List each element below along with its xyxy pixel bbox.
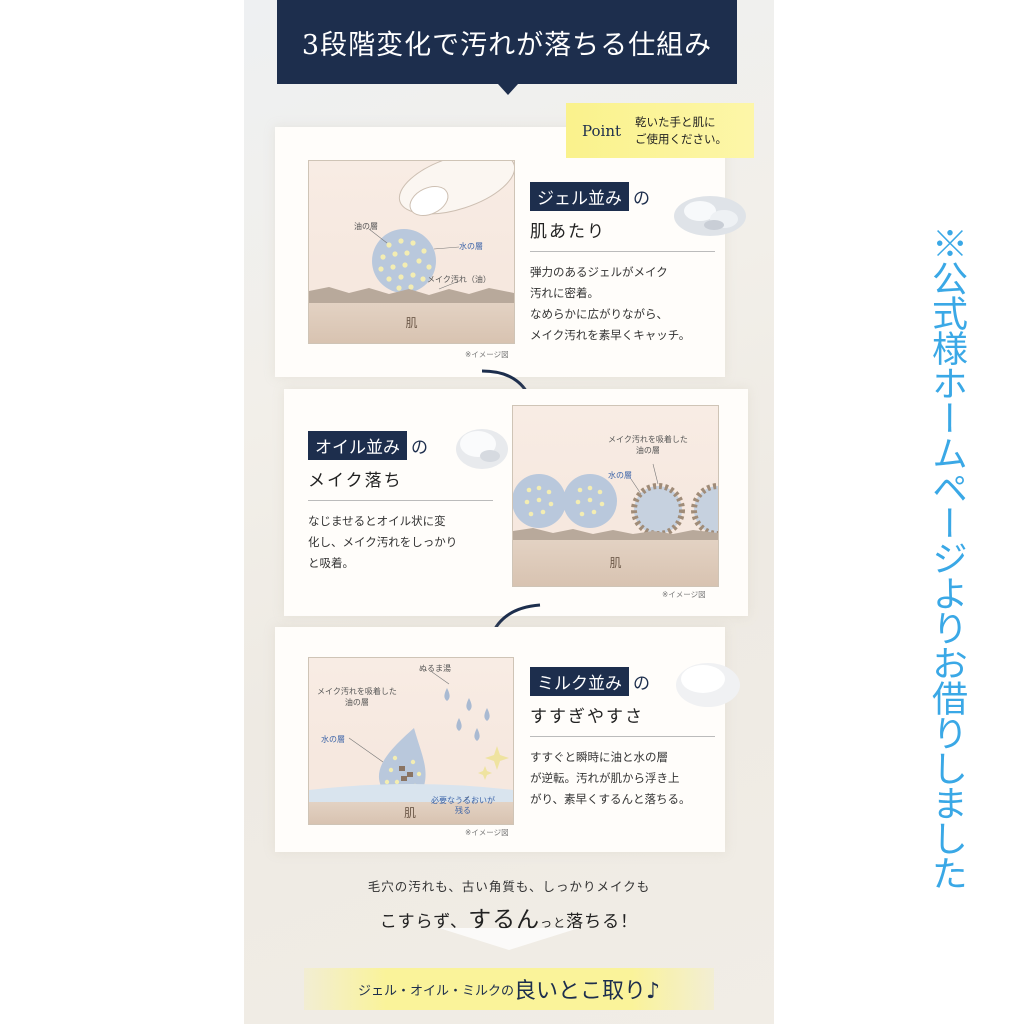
point-box: Point 乾いた手と肌に ご使用ください。 bbox=[566, 103, 754, 158]
step2-card: オイル並みの メイク落ち なじませるとオイル状に変 化し、メイク汚れをしっかり … bbox=[284, 389, 748, 616]
step2-tag-suffix: の bbox=[411, 438, 428, 458]
water-droplet bbox=[378, 728, 426, 799]
step3-desc-line: すすぐと瞬時に油と水の層 bbox=[530, 750, 668, 764]
step1-desc-line: 汚れに密着。 bbox=[530, 286, 599, 300]
step3-label-moisture-line: 必要なうるおいが bbox=[431, 796, 495, 805]
step2-skin: 肌 bbox=[513, 540, 718, 586]
makeup-layer bbox=[309, 287, 514, 303]
step1-diagram bbox=[309, 161, 514, 303]
point-text-line: ご使用ください。 bbox=[635, 131, 728, 146]
milk-texture-image bbox=[676, 663, 740, 707]
step2-label-absorb: メイク汚れを吸着した 油の層 bbox=[608, 434, 688, 456]
footer-line2-part: 落ちる！ bbox=[566, 912, 639, 932]
footer-line2: こすらず、するんっと落ちる！ bbox=[244, 900, 774, 934]
step2-note: ※イメージ図 bbox=[662, 590, 706, 599]
step1-label-water: 水の層 bbox=[459, 242, 483, 251]
step1-tag-suffix: の bbox=[633, 189, 650, 209]
step2-label-absorb-line: 油の層 bbox=[635, 446, 660, 455]
step1-desc-line: 弾力のあるジェルがメイク bbox=[530, 265, 668, 279]
step1-desc-line: なめらかに広がりながら、 bbox=[530, 307, 668, 321]
step3-label-moisture-line: 残る bbox=[455, 806, 471, 815]
point-text: 乾いた手と肌に ご使用ください。 bbox=[635, 114, 727, 148]
step2-desc-line: 化し、メイク汚れをしっかり bbox=[308, 535, 458, 549]
step3-label-warm-water: ぬるま湯 bbox=[419, 664, 451, 673]
finger-shape bbox=[398, 161, 514, 215]
step1-tag: ジェル並み bbox=[530, 182, 629, 211]
footer-chevron bbox=[439, 928, 579, 950]
step3-label-absorb-line: メイク汚れを吸着した bbox=[317, 687, 397, 696]
step1-card: 油の層 水の層 メイク汚れ（油） 肌 ※イメージ図 ジェル並みの 肌あたり 弾力… bbox=[275, 127, 746, 377]
step3-label-moisture: 必要なうるおいが 残る bbox=[431, 796, 495, 816]
header-arrow bbox=[498, 84, 518, 95]
step1-skin-label: 肌 bbox=[405, 316, 418, 330]
step2-tag: オイル並み bbox=[308, 431, 407, 460]
step2-desc-line: なじませるとオイル状に変 bbox=[308, 514, 446, 528]
step1-label-oil: 油の層 bbox=[354, 222, 378, 231]
oil-ring-droplet bbox=[691, 483, 718, 537]
step1-subtitle: 肌あたり bbox=[530, 222, 606, 242]
header-banner: 3段階変化で汚れが落ちる仕組み bbox=[277, 0, 737, 84]
oil-dots bbox=[378, 238, 432, 291]
step2-text: オイル並みの メイク落ち なじませるとオイル状に変 化し、メイク汚れをしっかり … bbox=[308, 431, 493, 574]
sparkle-icon bbox=[485, 746, 509, 770]
step3-note: ※イメージ図 bbox=[465, 828, 509, 837]
header-title: 3段階変化で汚れが落ちる仕組み bbox=[301, 29, 713, 61]
footer-band-small: ジェル・オイル・ミルクの bbox=[357, 983, 514, 999]
footer-band-large: 良いとこ取り♪ bbox=[513, 979, 661, 1004]
poster: 3段階変化で汚れが落ちる仕組み 油の層 bbox=[244, 0, 774, 1024]
step1-rule bbox=[530, 251, 715, 252]
step2-label-water: 水の層 bbox=[608, 471, 632, 480]
fingernail-shape bbox=[409, 185, 449, 217]
point-label: Point bbox=[582, 121, 622, 140]
step1-desc: 弾力のあるジェルがメイク 汚れに密着。 なめらかに広がりながら、 メイク汚れを素… bbox=[530, 262, 715, 346]
step3-desc: すすぐと瞬時に油と水の層 が逆転。汚れが肌から浮き上 がり、素早くするんと落ちる… bbox=[530, 747, 715, 810]
step3-label-water: 水の層 bbox=[321, 735, 345, 744]
step2-skin-label: 肌 bbox=[609, 556, 622, 570]
step2-desc-line: と吸着。 bbox=[308, 556, 354, 570]
footer-line2-part: こすらず、 bbox=[379, 912, 469, 932]
side-note: ※公式様ホームページよりお借りしました bbox=[926, 225, 967, 890]
step3-text: ミルク並みの すすぎやすさ すすぐと瞬時に油と水の層 が逆転。汚れが肌から浮き上… bbox=[530, 667, 715, 810]
step3-desc-line: がり、素早くするんと落ちる。 bbox=[530, 792, 691, 806]
step1-text: ジェル並みの 肌あたり 弾力のあるジェルがメイク 汚れに密着。 なめらかに広がり… bbox=[530, 182, 715, 346]
step1-note: ※イメージ図 bbox=[465, 350, 509, 359]
step3-tag-suffix: の bbox=[633, 674, 650, 694]
footer-line2-part: っと bbox=[540, 916, 567, 930]
step3-desc-line: が逆転。汚れが肌から浮き上 bbox=[530, 771, 680, 785]
step3-illustration: ぬるま湯 メイク汚れを吸着した 油の層 水の層 肌 必要なうるおいが 残る bbox=[308, 657, 514, 825]
step3-label-absorb-line: 油の層 bbox=[344, 698, 369, 707]
sparkle-icon bbox=[478, 766, 492, 780]
step3-rule bbox=[530, 736, 715, 737]
step1-desc-line: メイク汚れを素早くキャッチ。 bbox=[530, 328, 691, 342]
point-text-line: 乾いた手と肌に bbox=[635, 114, 716, 129]
step2-subtitle: メイク落ち bbox=[308, 471, 403, 491]
step2-rule bbox=[308, 500, 493, 501]
step3-label-absorb: メイク汚れを吸着した 油の層 bbox=[317, 686, 397, 708]
step2-diagram bbox=[513, 463, 718, 540]
footer-line1: 毛穴の汚れも、古い角質も、しっかりメイクも bbox=[367, 879, 651, 894]
oil-texture-image bbox=[456, 429, 508, 469]
step1-label-makeup: メイク汚れ（油） bbox=[427, 275, 491, 284]
step3-skin: 肌 bbox=[309, 802, 513, 824]
step1-illustration: 油の層 水の層 メイク汚れ（油） 肌 bbox=[308, 160, 515, 344]
step3-card: ぬるま湯 メイク汚れを吸着した 油の層 水の層 肌 必要なうるおいが 残る ※イ… bbox=[275, 627, 740, 852]
step3-tag: ミルク並み bbox=[530, 667, 629, 696]
footer-band: ジェル・オイル・ミルクの良いとこ取り♪ bbox=[304, 968, 714, 1010]
step2-label-absorb-line: メイク汚れを吸着した bbox=[608, 435, 688, 444]
step3-skin-label: 肌 bbox=[404, 806, 417, 820]
step2-illustration: メイク汚れを吸着した 油の層 水の層 肌 bbox=[512, 405, 719, 587]
step1-skin: 肌 bbox=[309, 303, 514, 343]
oil-ring-droplet bbox=[631, 483, 685, 537]
step2-desc: なじませるとオイル状に変 化し、メイク汚れをしっかり と吸着。 bbox=[308, 511, 493, 574]
step3-subtitle: すすぎやすさ bbox=[530, 707, 644, 727]
gel-texture-image bbox=[674, 196, 746, 236]
